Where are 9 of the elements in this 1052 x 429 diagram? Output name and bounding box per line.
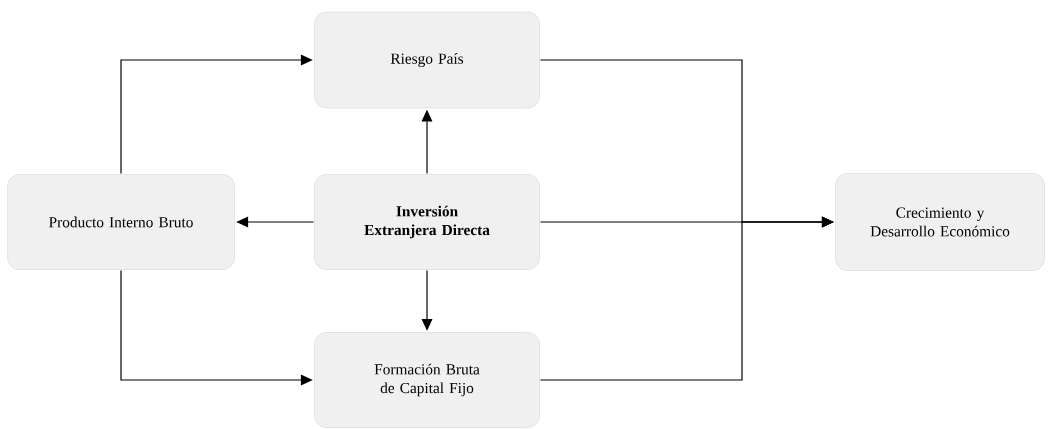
arrow <box>120 54 313 175</box>
arrow <box>539 216 834 381</box>
process-box: Inversión Extranjera Directa <box>314 174 540 270</box>
arrow <box>120 269 313 386</box>
process-box: Producto Interno Bruto <box>7 174 235 270</box>
process-box: Formación Bruta de Capital Fijo <box>314 332 540 428</box>
arrow <box>421 269 433 331</box>
process-box: Riesgo País <box>314 11 540 109</box>
process-box: Crecimiento y Desarrollo Económico <box>835 173 1045 271</box>
